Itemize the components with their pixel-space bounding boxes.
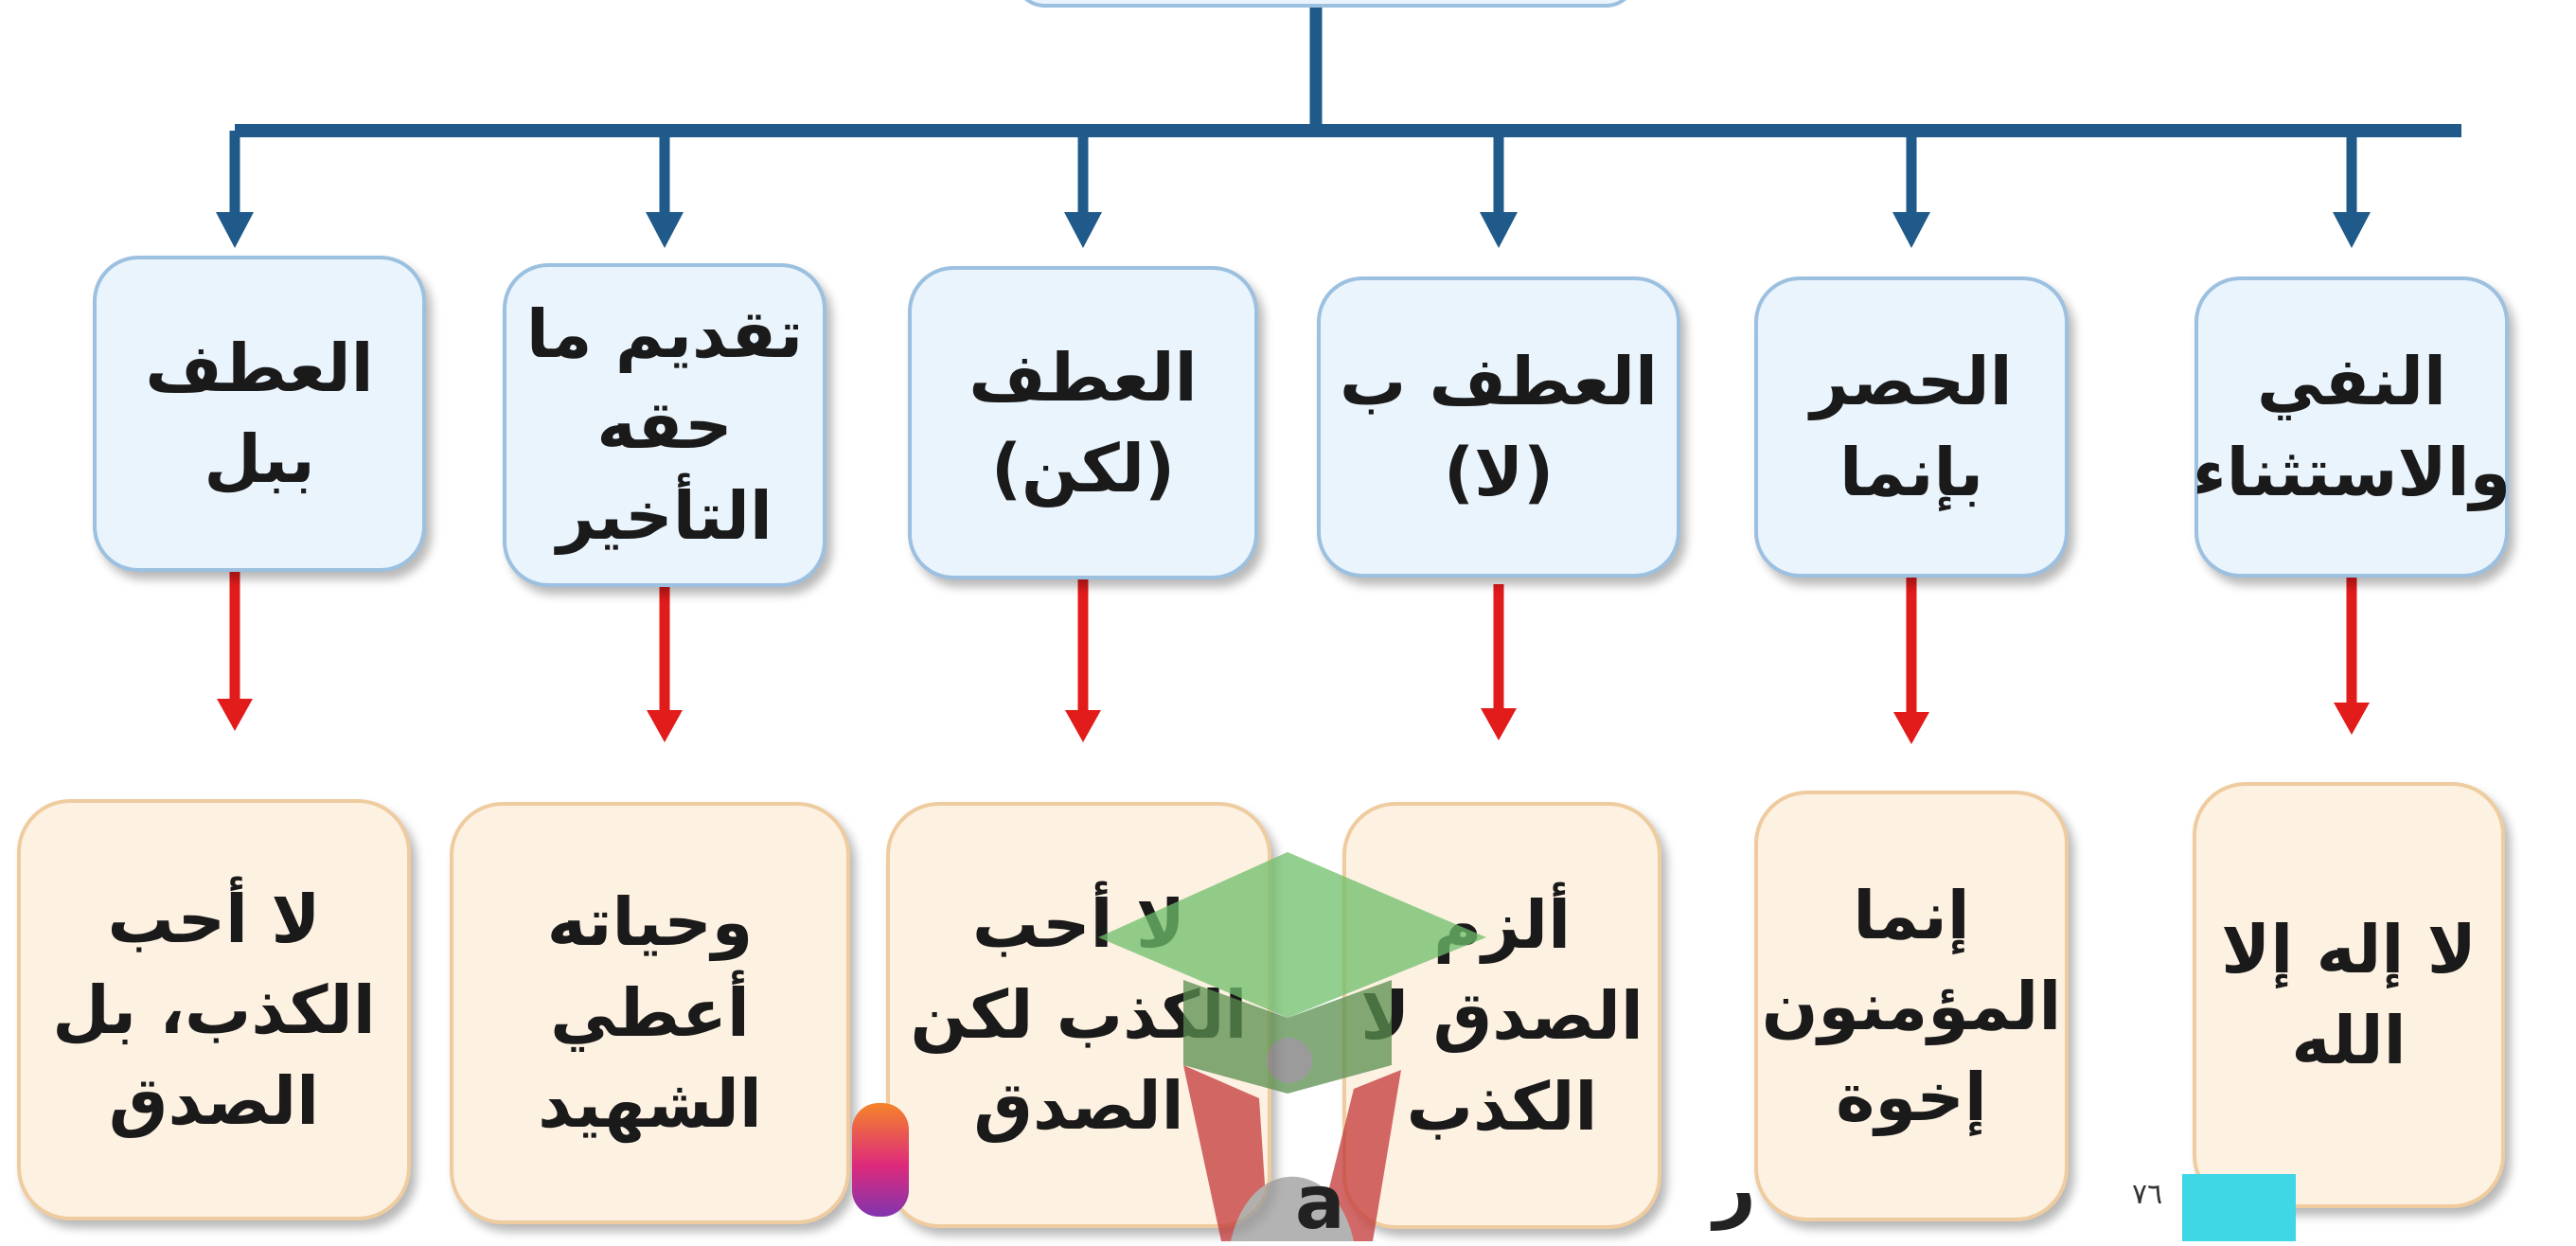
instagram-icon bbox=[852, 1103, 909, 1217]
category-box: الحصر بإنما bbox=[1754, 276, 2069, 578]
category-box-text: التأخير bbox=[557, 477, 773, 555]
example-box-text: الصدق bbox=[973, 1067, 1184, 1145]
example-box: لا أحب الكذب لكن الصدق bbox=[886, 802, 1271, 1228]
category-box: تقديم ما حقه التأخير bbox=[503, 263, 826, 587]
example-box: لا أحب الكذب، بل الصدق bbox=[17, 799, 411, 1220]
example-box-text: الصدق لا bbox=[1360, 976, 1643, 1055]
category-box-text: والاستثناء bbox=[2192, 434, 2512, 511]
category-box: العطف ب (لا) bbox=[1317, 276, 1680, 578]
branch-arrowhead bbox=[2333, 212, 2371, 248]
category-box-text: ببل bbox=[204, 420, 315, 498]
category-box: العطف ببل bbox=[93, 256, 426, 572]
category-box-text: الحصر bbox=[1810, 343, 2013, 420]
branch-arrowhead bbox=[1480, 212, 1518, 248]
branch-arrowhead bbox=[1064, 212, 1102, 248]
branch-arrowhead bbox=[1892, 212, 1930, 248]
example-box-text: الكذب، بل bbox=[52, 970, 376, 1049]
page-number: ٧٦ bbox=[2132, 1178, 2163, 1211]
category-box-text: العطف bbox=[145, 329, 374, 407]
category-box-text: بإنما bbox=[1839, 434, 1984, 511]
example-box-text: إنما bbox=[1853, 876, 1970, 954]
category-box-text: حقه bbox=[596, 386, 733, 464]
example-arrowhead bbox=[647, 710, 683, 742]
page-corner-decoration bbox=[2182, 1174, 2296, 1241]
category-box-text: (لا) bbox=[1443, 434, 1554, 511]
branch-arrowhead bbox=[646, 212, 684, 248]
example-box-text: الصدق bbox=[108, 1061, 320, 1140]
example-box-text: الكذب لكن bbox=[910, 976, 1248, 1054]
example-box-text: لا إله إلا bbox=[2221, 911, 2477, 988]
root-box bbox=[1013, 0, 1638, 8]
example-box-text: إخوة bbox=[1836, 1058, 1987, 1136]
example-box-text: ألزم bbox=[1432, 885, 1572, 964]
example-box: لا إله إلا الله bbox=[2193, 782, 2505, 1208]
category-box-text: العطف ب bbox=[1339, 343, 1659, 420]
example-box: وحياته أعطي الشهيد bbox=[450, 802, 850, 1224]
example-arrowhead bbox=[1893, 712, 1929, 744]
example-box-text: لا أحب bbox=[971, 885, 1186, 963]
partial-text-right: ر bbox=[1714, 1146, 1756, 1231]
example-arrowhead bbox=[2334, 703, 2370, 735]
category-box-text: تقديم ما bbox=[525, 295, 804, 373]
category-box: النفي والاستثناء bbox=[2192, 276, 2512, 578]
example-box-text: أعطي bbox=[550, 974, 750, 1052]
example-arrowhead bbox=[217, 699, 253, 731]
example-box-text: لا أحب bbox=[107, 880, 321, 958]
example-box-text: الشهيد bbox=[538, 1065, 762, 1143]
example-arrowhead bbox=[1481, 708, 1517, 740]
example-box-text: وحياته bbox=[546, 883, 754, 961]
example-arrowhead bbox=[1065, 710, 1101, 742]
watermark-letter: a bbox=[1295, 1161, 1345, 1246]
example-box-text: الله bbox=[2291, 1002, 2407, 1079]
example-box-text: المؤمنون bbox=[1761, 967, 2062, 1045]
example-box-text: الكذب bbox=[1406, 1067, 1598, 1146]
category-box-text: (لكن) bbox=[991, 429, 1175, 507]
category-box-text: النفي bbox=[2256, 343, 2447, 420]
example-box: إنما المؤمنون إخوة bbox=[1754, 791, 2069, 1221]
category-box: العطف (لكن) bbox=[908, 266, 1258, 579]
branch-arrowhead bbox=[216, 212, 254, 248]
example-box: ألزم الصدق لا الكذب bbox=[1342, 802, 1661, 1229]
category-box-text: العطف bbox=[968, 338, 1198, 417]
